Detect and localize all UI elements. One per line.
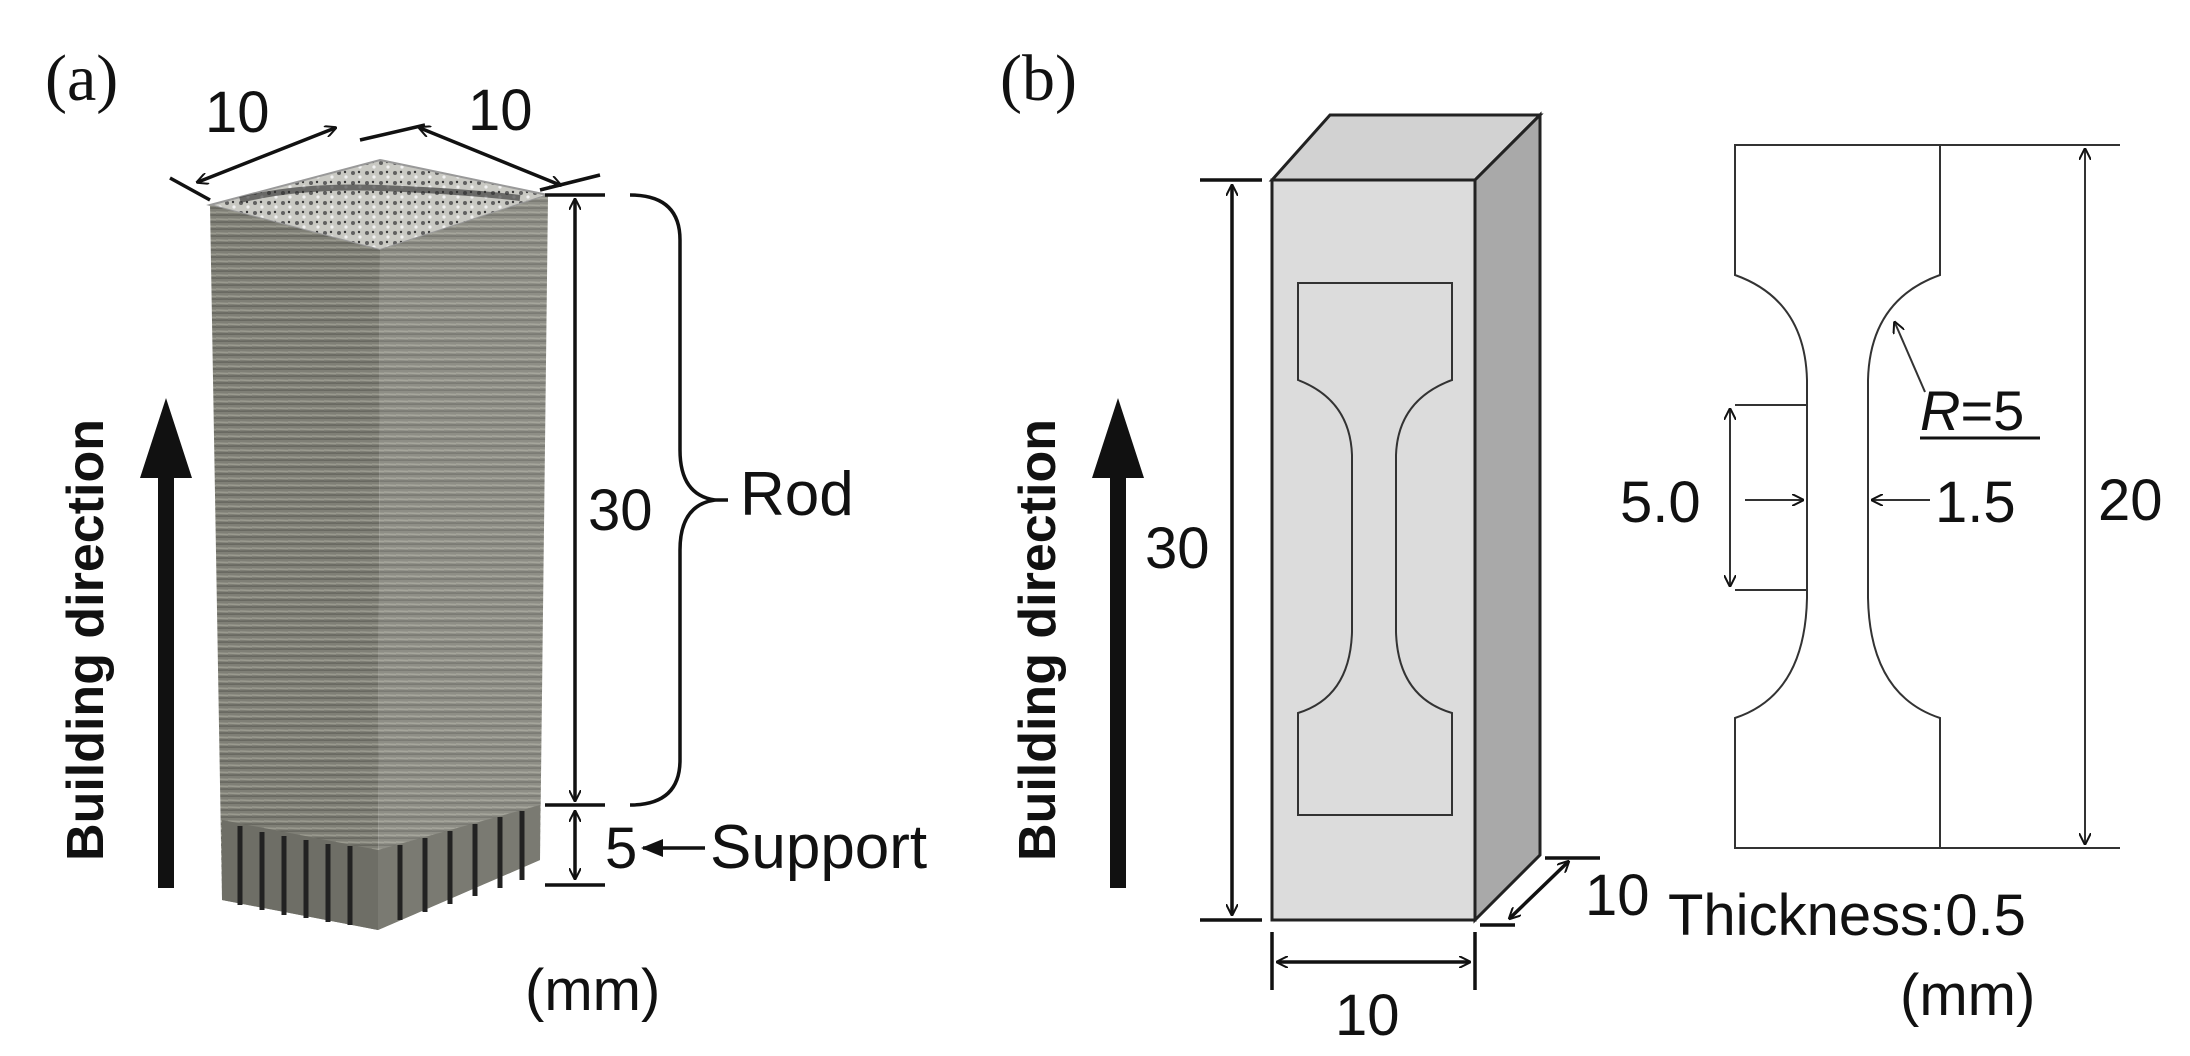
thickness-label: Thickness:0.5 [1668, 883, 2026, 948]
radius-var: R [1920, 379, 1960, 442]
rod-photo [206, 158, 552, 930]
dim-height-a: 30 [588, 478, 653, 543]
radius-label: R=5 [1920, 379, 2024, 442]
height-dimension-a [545, 193, 605, 887]
units-a: (mm) [525, 958, 660, 1023]
width-dimension-b [1270, 932, 1477, 990]
specimen-outline [1734, 144, 1941, 849]
depth-dimension-b [1480, 856, 1600, 927]
dim-top-left: 10 [205, 80, 270, 145]
svg-text:R=5: R=5 [1920, 379, 2024, 442]
specimen-drawing [1730, 144, 2120, 849]
specimen-length: 20 [2098, 468, 2163, 533]
building-direction-arrow-a [140, 398, 192, 888]
panel-a: (a) Building direction [45, 42, 927, 1023]
height-dimension-b [1200, 178, 1262, 922]
radius-value: =5 [1960, 379, 2024, 442]
gauge-length: 5.0 [1620, 470, 1701, 535]
gauge-width: 1.5 [1935, 470, 2016, 535]
panel-b-label: (b) [1000, 42, 1077, 115]
dim-width-b: 10 [1335, 983, 1400, 1048]
building-direction-arrow-b [1092, 398, 1144, 888]
units-b: (mm) [1900, 963, 2035, 1028]
building-direction-label-b: Building direction [1009, 419, 1067, 861]
embedded-specimen-outline [1297, 282, 1453, 816]
dim-support: 5 [605, 816, 637, 881]
block-front-face [1270, 178, 1477, 922]
support-label: Support [710, 813, 927, 882]
dim-depth-b: 10 [1585, 863, 1650, 928]
panel-a-label: (a) [45, 42, 118, 115]
panel-b: (b) Building direction 30 10 [1000, 42, 2163, 1048]
rod-label: Rod [740, 460, 854, 529]
dim-top-right: 10 [468, 78, 533, 143]
top-dimensions-a [169, 123, 601, 202]
support-teeth [237, 811, 525, 925]
block-side-face [1473, 111, 1542, 924]
dim-height-b: 30 [1145, 516, 1210, 581]
block-3d [1268, 111, 1544, 924]
building-direction-label-a: Building direction [57, 419, 115, 861]
